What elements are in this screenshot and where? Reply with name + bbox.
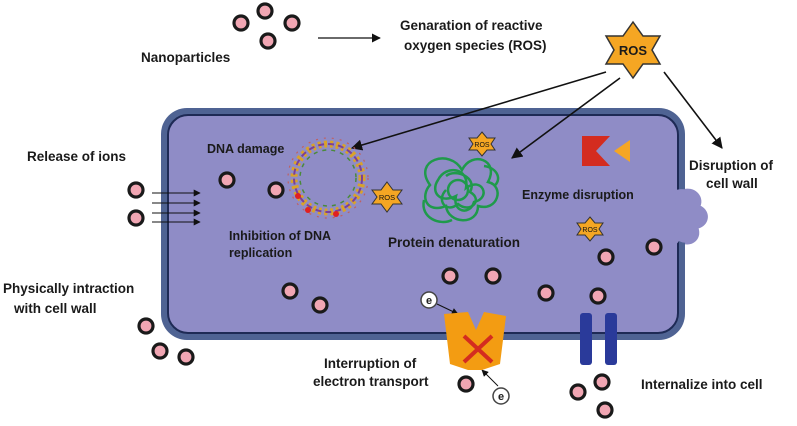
nanoparticle <box>596 401 614 419</box>
arrow-ros-to-dna <box>350 71 607 151</box>
label-dna-damage: DNA damage <box>207 142 285 156</box>
svg-text:ROS: ROS <box>582 227 598 234</box>
svg-text:ROS: ROS <box>474 142 490 149</box>
label-protein-denaturation: Protein denaturation <box>388 235 521 250</box>
cell-wall-rupture-cover <box>652 189 706 248</box>
nanoparticle <box>569 383 587 401</box>
ros-star-icon <box>604 20 662 80</box>
label-ros-generation-line2: oxygen species (ROS) <box>404 38 547 53</box>
nanoparticle <box>589 287 607 305</box>
nanoparticle <box>645 238 663 256</box>
electron-arrow-bottom <box>481 369 499 387</box>
nanoparticle <box>597 248 615 266</box>
nanoparticle <box>127 209 145 227</box>
arrow-ros-to-cell-wall <box>663 71 723 149</box>
label-physical-line1: Physically intraction <box>3 281 135 296</box>
svg-text:e: e <box>426 295 432 307</box>
nanoparticle <box>127 181 145 199</box>
nanoparticle <box>457 375 475 393</box>
label-disruption-line1: Disruption of <box>689 158 773 173</box>
small-ros-star-2: ROS <box>371 181 403 213</box>
electron-icon-top: e <box>420 291 438 309</box>
label-internalize: Internalize into cell <box>641 377 763 392</box>
nanoparticles <box>127 2 663 419</box>
enzyme-icon <box>582 136 630 166</box>
nanoparticle <box>177 348 195 366</box>
svg-text:e: e <box>498 391 504 403</box>
label-release-of-ions: Release of ions <box>27 149 127 164</box>
nanoparticle <box>441 267 459 285</box>
small-ros-star-3: ROS <box>576 216 604 242</box>
nanoparticle <box>484 267 502 285</box>
label-physical-line2: with cell wall <box>14 301 97 316</box>
label-disruption-line2: cell wall <box>706 176 758 191</box>
label-nanoparticles: Nanoparticles <box>141 50 231 65</box>
nanoparticle <box>593 373 611 391</box>
label-enzyme-disruption: Enzyme disruption <box>522 188 634 202</box>
nanoparticle <box>137 317 155 335</box>
ion-channel-icon <box>580 313 617 365</box>
nanoparticle <box>232 14 250 32</box>
nanoparticle <box>151 342 169 360</box>
nanoparticle <box>537 284 555 302</box>
electron-arrow-top <box>436 303 459 315</box>
nanoparticle <box>283 14 301 32</box>
nanoparticle <box>218 171 236 189</box>
label-inhibition-line1: Inhibition of DNA <box>229 229 332 243</box>
electron-icon-bottom: e <box>492 387 510 405</box>
small-ros-star-1: ROS <box>468 131 496 157</box>
nanoparticle <box>311 296 329 314</box>
nanoparticle <box>281 282 299 300</box>
nanoparticle <box>267 181 285 199</box>
label-interruption-line1: Interruption of <box>324 356 417 371</box>
electron-transport-channel <box>444 312 506 370</box>
label-ros-generation-line1: Genaration of reactive <box>400 18 543 33</box>
arrow-ros-to-protein <box>511 77 621 159</box>
label-interruption-line2: electron transport <box>313 374 429 389</box>
svg-text:ROS: ROS <box>379 193 395 202</box>
label-inhibition-line2: replication <box>229 246 293 260</box>
ros-star-label: ROS <box>619 43 648 58</box>
nanoparticle <box>259 32 277 50</box>
protein-coil-icon <box>422 157 500 224</box>
nanoparticle <box>256 2 274 20</box>
dna-ring-icon <box>287 137 369 219</box>
